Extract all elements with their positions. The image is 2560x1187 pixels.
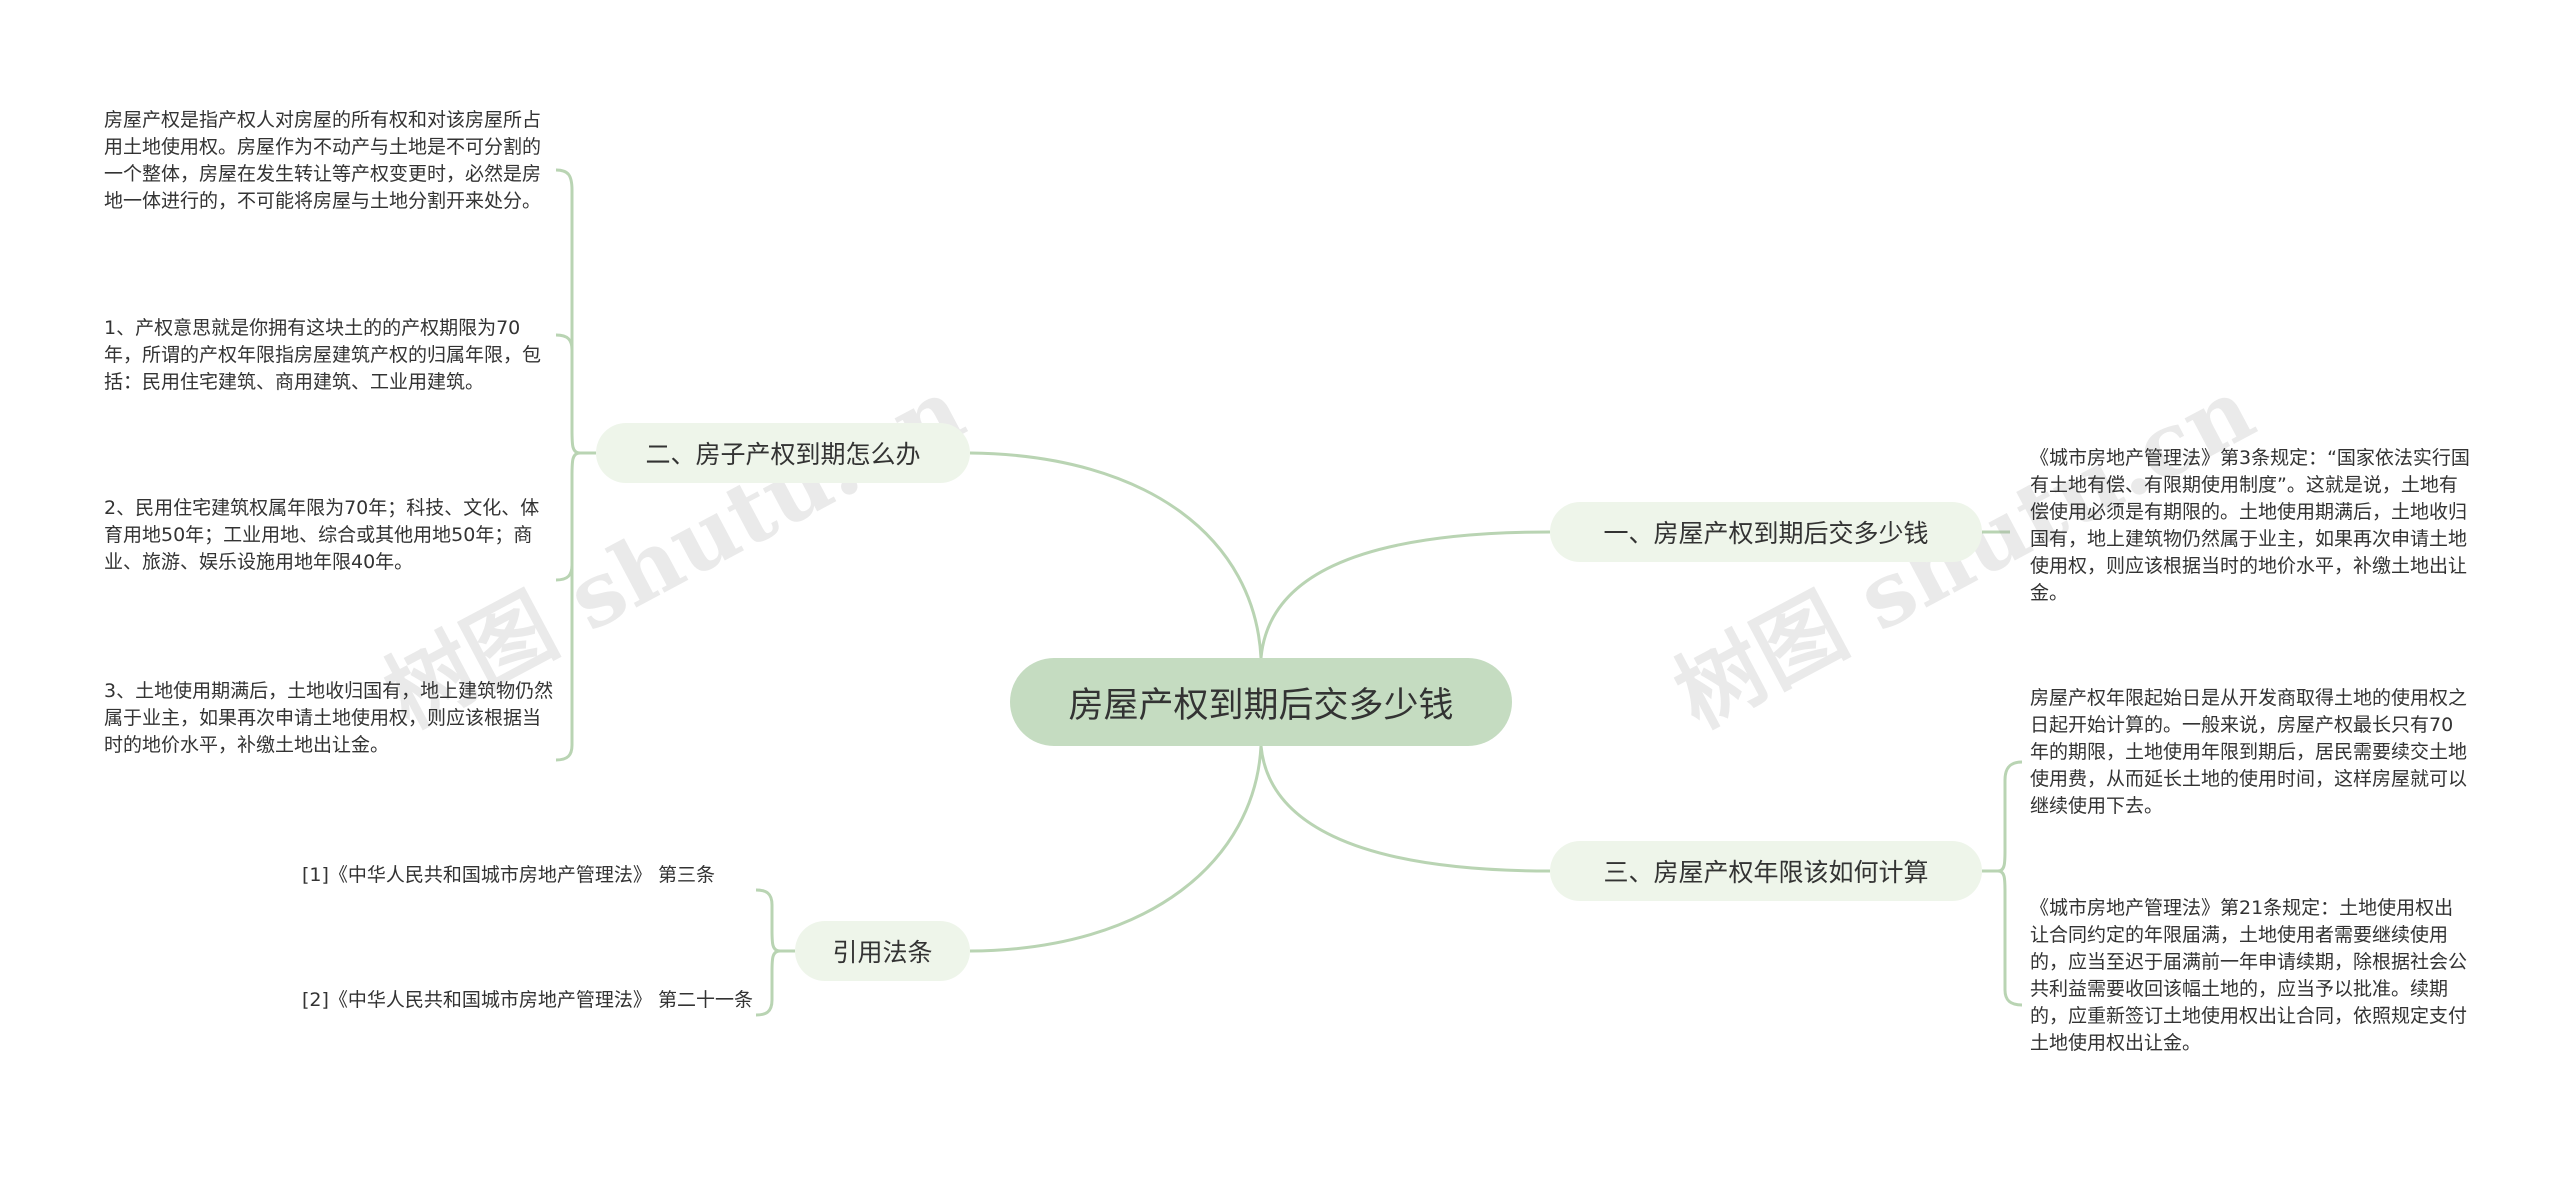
leaf-text: 《城市房地产管理法》第21条规定：土地使用权出让合同约定的年限届满，土地使用者需… — [2030, 897, 2468, 1054]
leaf-left-1-item-3: 3、土地使用期满后，土地收归国有，地上建筑物仍然属于业主，如果再次申请土地使用权… — [104, 678, 556, 759]
branch-property-expiry-handling[interactable]: 二、房子产权到期怎么办 — [596, 423, 970, 483]
connector-right-2-bracket — [1982, 760, 2023, 1007]
leaf-right-1-law-article-3: 《城市房地产管理法》第3条规定：“国家依法实行国有土地有偿、有限期使用制度”。这… — [2030, 445, 2470, 607]
leaf-left-1-item-2: 2、民用住宅建筑权属年限为70年；科技、文化、体育用地50年；工业用地、综合或其… — [104, 495, 556, 576]
leaf-right-2-law-article-21: 《城市房地产管理法》第21条规定：土地使用权出让合同约定的年限届满，土地使用者需… — [2030, 895, 2470, 1057]
leaf-text: 1、产权意思就是你拥有这块土的的产权期限为70年，所谓的产权年限指房屋建筑产权的… — [104, 317, 542, 393]
branch-cost-after-expiry[interactable]: 一、房屋产权到期后交多少钱 — [1550, 502, 1982, 562]
leaf-right-2-start-date: 房屋产权年限起始日是从开发商取得土地的使用权之日起开始计算的。一般来说，房屋产权… — [2030, 685, 2470, 820]
leaf-citation-2: [2]《中华人民共和国城市房地产管理法》 第二十一条 — [302, 987, 756, 1014]
leaf-left-1-intro: 房屋产权是指产权人对房屋的所有权和对该房屋所占用土地使用权。房屋作为不动产与土地… — [104, 107, 556, 215]
leaf-text: 3、土地使用期满后，土地收归国有，地上建筑物仍然属于业主，如果再次申请土地使用权… — [104, 680, 554, 756]
root-topic[interactable]: 房屋产权到期后交多少钱 — [1010, 658, 1512, 746]
leaf-text: 2、民用住宅建筑权属年限为70年；科技、文化、体育用地50年；工业用地、综合或其… — [104, 497, 540, 573]
connector-root-right-1 — [1259, 530, 1551, 659]
leaf-text: [2]《中华人民共和国城市房地产管理法》 第二十一条 — [302, 989, 753, 1011]
connector-root-right-2 — [1259, 745, 1551, 873]
connector-root-left-1 — [969, 451, 1263, 659]
branch-cited-law[interactable]: 引用法条 — [795, 921, 970, 981]
branch-term-calculation[interactable]: 三、房屋产权年限该如何计算 — [1550, 841, 1982, 901]
leaf-citation-1: [1]《中华人民共和国城市房地产管理法》 第三条 — [302, 862, 756, 889]
connector-left-2-bracket — [755, 888, 795, 1017]
leaf-text: 房屋产权是指产权人对房屋的所有权和对该房屋所占用土地使用权。房屋作为不动产与土地… — [104, 109, 542, 212]
connector-left-1-bracket — [555, 168, 596, 762]
connector-root-left-2 — [969, 745, 1263, 953]
leaf-text: [1]《中华人民共和国城市房地产管理法》 第三条 — [302, 864, 715, 886]
leaf-text: 房屋产权年限起始日是从开发商取得土地的使用权之日起开始计算的。一般来说，房屋产权… — [2030, 687, 2468, 817]
leaf-left-1-item-1: 1、产权意思就是你拥有这块土的的产权期限为70年，所谓的产权年限指房屋建筑产权的… — [104, 315, 556, 396]
leaf-text: 《城市房地产管理法》第3条规定：“国家依法实行国有土地有偿、有限期使用制度”。这… — [2030, 447, 2470, 604]
